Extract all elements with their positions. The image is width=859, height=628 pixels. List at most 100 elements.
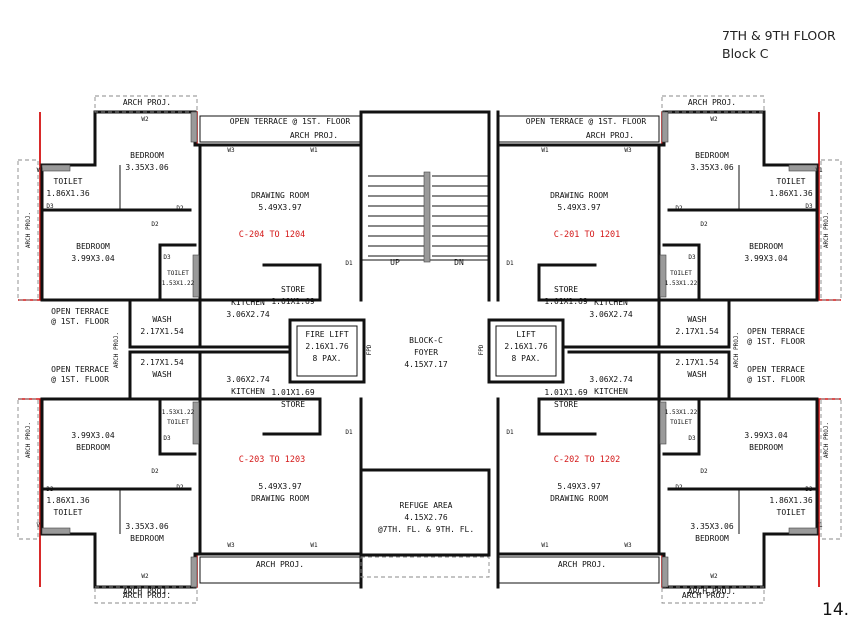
window-label: V1 bbox=[815, 522, 823, 529]
kitchen-size: 3.06X2.74 bbox=[226, 310, 270, 319]
arch-proj-label: ARCH PROJ. bbox=[113, 332, 120, 368]
door-label: D3 bbox=[163, 435, 171, 442]
lift-label: FIRE LIFT bbox=[305, 330, 349, 339]
toilet-label: TOILET bbox=[54, 508, 83, 517]
kitchen-label: KITCHEN bbox=[231, 387, 265, 396]
fire-lift-car bbox=[296, 325, 358, 377]
arch-proj-label: ARCH PROJ. bbox=[823, 212, 830, 248]
lift-label: LIFT bbox=[516, 330, 535, 339]
wash-size: 2.17X1.54 bbox=[675, 358, 719, 367]
lift-size: 2.16X1.76 bbox=[504, 342, 548, 351]
stair-down-label: DN bbox=[454, 258, 464, 267]
unit-range-label: C-203 TO 1203 bbox=[239, 455, 306, 465]
drawing-room-label: DRAWING ROOM bbox=[550, 191, 608, 200]
bedroom-label: BEDROOM bbox=[695, 534, 729, 543]
bedroom-size: 3.35X3.06 bbox=[125, 163, 169, 172]
window-label: V1 bbox=[36, 522, 44, 529]
refuge-label: REFUGE AREA bbox=[400, 501, 453, 510]
plan-labels: BEDROOM3.35X3.06TOILET1.86X1.36BEDROOM3.… bbox=[25, 98, 830, 600]
window-label: W2 bbox=[710, 573, 718, 580]
drawing-room-label: DRAWING ROOM bbox=[550, 494, 608, 503]
unit-outline-left-tr bbox=[818, 112, 841, 301]
wash-size: 2.17X1.54 bbox=[675, 327, 719, 336]
bedroom-size: 3.99X3.04 bbox=[744, 431, 788, 440]
arch-proj-br bbox=[661, 586, 765, 604]
wash-label: WASH bbox=[687, 370, 706, 379]
door-label: D3 bbox=[46, 203, 54, 210]
kitchen-size: 3.06X2.74 bbox=[589, 310, 633, 319]
store-size: 1.01X1.69 bbox=[271, 297, 315, 306]
arch-proj-label: ARCH PROJ. bbox=[586, 131, 634, 140]
window-label: W2 bbox=[710, 116, 718, 123]
arch-proj-tr bbox=[661, 95, 765, 113]
toilet-label: TOILET bbox=[777, 508, 806, 517]
drawing-room-label: DRAWING ROOM bbox=[251, 494, 309, 503]
door-label: D2 bbox=[151, 221, 159, 228]
toilet-size: 1.86X1.36 bbox=[769, 189, 813, 198]
store-label: STORE bbox=[281, 400, 305, 409]
column bbox=[788, 527, 818, 535]
toilet-label: TOILET bbox=[167, 419, 189, 426]
kitchen-label: KITCHEN bbox=[594, 387, 628, 396]
bedroom-size: 3.99X3.04 bbox=[71, 431, 115, 440]
arch-proj-label: ARCH PROJ. bbox=[290, 131, 338, 140]
door-label: D1 bbox=[506, 260, 514, 267]
bedroom-size: 3.35X3.06 bbox=[690, 163, 734, 172]
arch-proj-label: ARCH PROJ. bbox=[123, 591, 171, 600]
bedroom-size: 3.35X3.06 bbox=[125, 522, 169, 531]
store-label: STORE bbox=[554, 285, 578, 294]
window-label: W2 bbox=[141, 116, 149, 123]
toilet-label: TOILET bbox=[777, 177, 806, 186]
open-terrace-br bbox=[498, 556, 660, 584]
arch-proj-label: ARCH PROJ. bbox=[682, 591, 730, 600]
kitchen-label: KITCHEN bbox=[594, 298, 628, 307]
window-label: V1 bbox=[36, 167, 44, 174]
foyer-label: BLOCK-C bbox=[409, 336, 443, 345]
drawing-room-size: 5.49X3.97 bbox=[557, 203, 601, 212]
drawing-room-size: 5.49X3.97 bbox=[258, 482, 302, 491]
arch-proj-side-br bbox=[820, 398, 842, 540]
open-terrace-label: @ 1ST. FLOOR bbox=[51, 375, 109, 384]
arch-proj-label: ARCH PROJ. bbox=[688, 587, 736, 596]
foyer-label: FOYER bbox=[414, 348, 438, 357]
column bbox=[41, 164, 71, 172]
arch-proj-tl bbox=[94, 95, 198, 113]
arch-proj-bl bbox=[94, 586, 198, 604]
lift-capacity: 8 PAX. bbox=[313, 354, 342, 363]
foyer-size: 4.15X7.17 bbox=[404, 360, 448, 369]
door-label: D2 bbox=[176, 205, 184, 212]
door-label: D2 bbox=[675, 484, 683, 491]
bedroom-size: 3.99X3.04 bbox=[744, 254, 788, 263]
store-size: 1.01X1.69 bbox=[271, 388, 315, 397]
column bbox=[661, 111, 669, 143]
toilet-size: 1.86X1.36 bbox=[46, 496, 90, 505]
door-label: D2 bbox=[700, 221, 708, 228]
toilet-size: 1.53X1.22 bbox=[162, 409, 195, 416]
bedroom-label: BEDROOM bbox=[130, 534, 164, 543]
window-label: W1 bbox=[310, 542, 318, 549]
door-label: D3 bbox=[805, 486, 813, 493]
toilet-label: TOILET bbox=[670, 270, 692, 277]
refuge-note: @7TH. FL. & 9TH. FL. bbox=[378, 525, 474, 534]
toilet-label: TOILET bbox=[670, 419, 692, 426]
wash-label: WASH bbox=[687, 315, 706, 324]
column bbox=[192, 401, 200, 445]
window-label: W1 bbox=[541, 542, 549, 549]
column bbox=[788, 164, 818, 172]
refuge-size: 4.15X2.76 bbox=[404, 513, 448, 522]
column bbox=[659, 254, 667, 298]
kitchen-size: 3.06X2.74 bbox=[226, 375, 270, 384]
store-label: STORE bbox=[281, 285, 305, 294]
bedroom-label: BEDROOM bbox=[749, 242, 783, 251]
arch-proj-side-bl bbox=[17, 398, 39, 540]
door-label: D3 bbox=[805, 203, 813, 210]
door-label: D1 bbox=[345, 429, 353, 436]
toilet-label: TOILET bbox=[167, 270, 189, 277]
toilet-size: 1.86X1.36 bbox=[46, 189, 90, 198]
lift-shaft bbox=[487, 318, 565, 384]
door-label: D1 bbox=[345, 260, 353, 267]
door-label: D3 bbox=[688, 435, 696, 442]
lift-car bbox=[495, 325, 557, 377]
toilet-size: 1.53X1.22 bbox=[162, 280, 195, 287]
